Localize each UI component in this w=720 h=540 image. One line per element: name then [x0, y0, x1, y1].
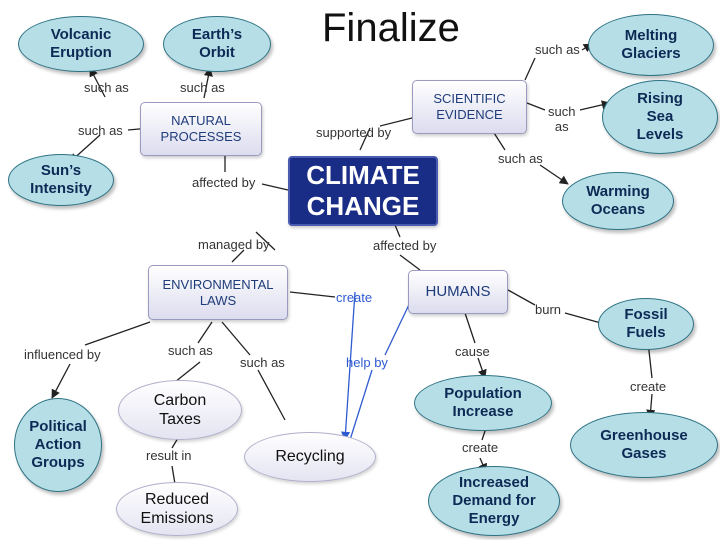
link-burn: burn: [535, 302, 562, 317]
link-create-greenhouse: create: [630, 379, 667, 394]
node-natural-processes: NATURAL PROCESSES: [140, 102, 262, 156]
link-influenced-by: influenced by: [24, 347, 101, 362]
node-warming-oceans: Warming Oceans: [562, 172, 674, 230]
node-melting-glaciers: Melting Glaciers: [588, 14, 714, 76]
node-environmental-laws: ENVIRONMENTAL LAWS: [148, 265, 288, 320]
node-recycling: Recycling: [244, 432, 376, 482]
node-earths-orbit: Earth’s Orbit: [163, 16, 271, 72]
node-humans: HUMANS: [408, 270, 508, 314]
node-greenhouse-gases: Greenhouse Gases: [570, 412, 718, 478]
link-such-as-recycling: such as: [240, 355, 285, 370]
link-result-in: result in: [146, 448, 192, 463]
link-create-laws: create: [336, 290, 373, 305]
link-such-as-warming: such as: [498, 151, 543, 166]
link-such-as-carbon: such as: [168, 343, 213, 358]
link-affected-by-humans: affected by: [373, 238, 437, 253]
link-supported-by: supported by: [316, 125, 392, 140]
node-reduced-emissions: Reduced Emissions: [116, 482, 238, 536]
page-title: Finalize: [322, 6, 460, 50]
node-population-increase: Population Increase: [414, 375, 552, 431]
node-suns-intensity: Sun’s Intensity: [8, 154, 114, 206]
node-scientific-evidence: SCIENTIFIC EVIDENCE: [412, 80, 527, 134]
node-political-action-groups: Political Action Groups: [14, 398, 102, 492]
link-create-demand: create: [462, 440, 499, 455]
link-such-as-rising: such as: [548, 104, 576, 134]
link-such-as-sun: such as: [78, 123, 123, 138]
link-such-as-orbit: such as: [180, 80, 225, 95]
link-such-as-melting: such as: [535, 42, 580, 57]
node-volcanic-eruption: Volcanic Eruption: [18, 16, 144, 72]
link-help-by: help by: [346, 355, 388, 370]
node-carbon-taxes: Carbon Taxes: [118, 380, 242, 440]
node-rising-sea-levels: Rising Sea Levels: [602, 80, 718, 154]
link-cause: cause: [455, 344, 490, 359]
node-climate-change: CLIMATE CHANGE: [288, 156, 438, 226]
link-such-as-volcanic: such as: [84, 80, 129, 95]
link-affected-by-natural: affected by: [192, 175, 256, 190]
link-managed-by: managed by: [198, 237, 270, 252]
node-increased-demand-for-energy: Increased Demand for Energy: [428, 466, 560, 536]
node-fossil-fuels: Fossil Fuels: [598, 298, 694, 350]
